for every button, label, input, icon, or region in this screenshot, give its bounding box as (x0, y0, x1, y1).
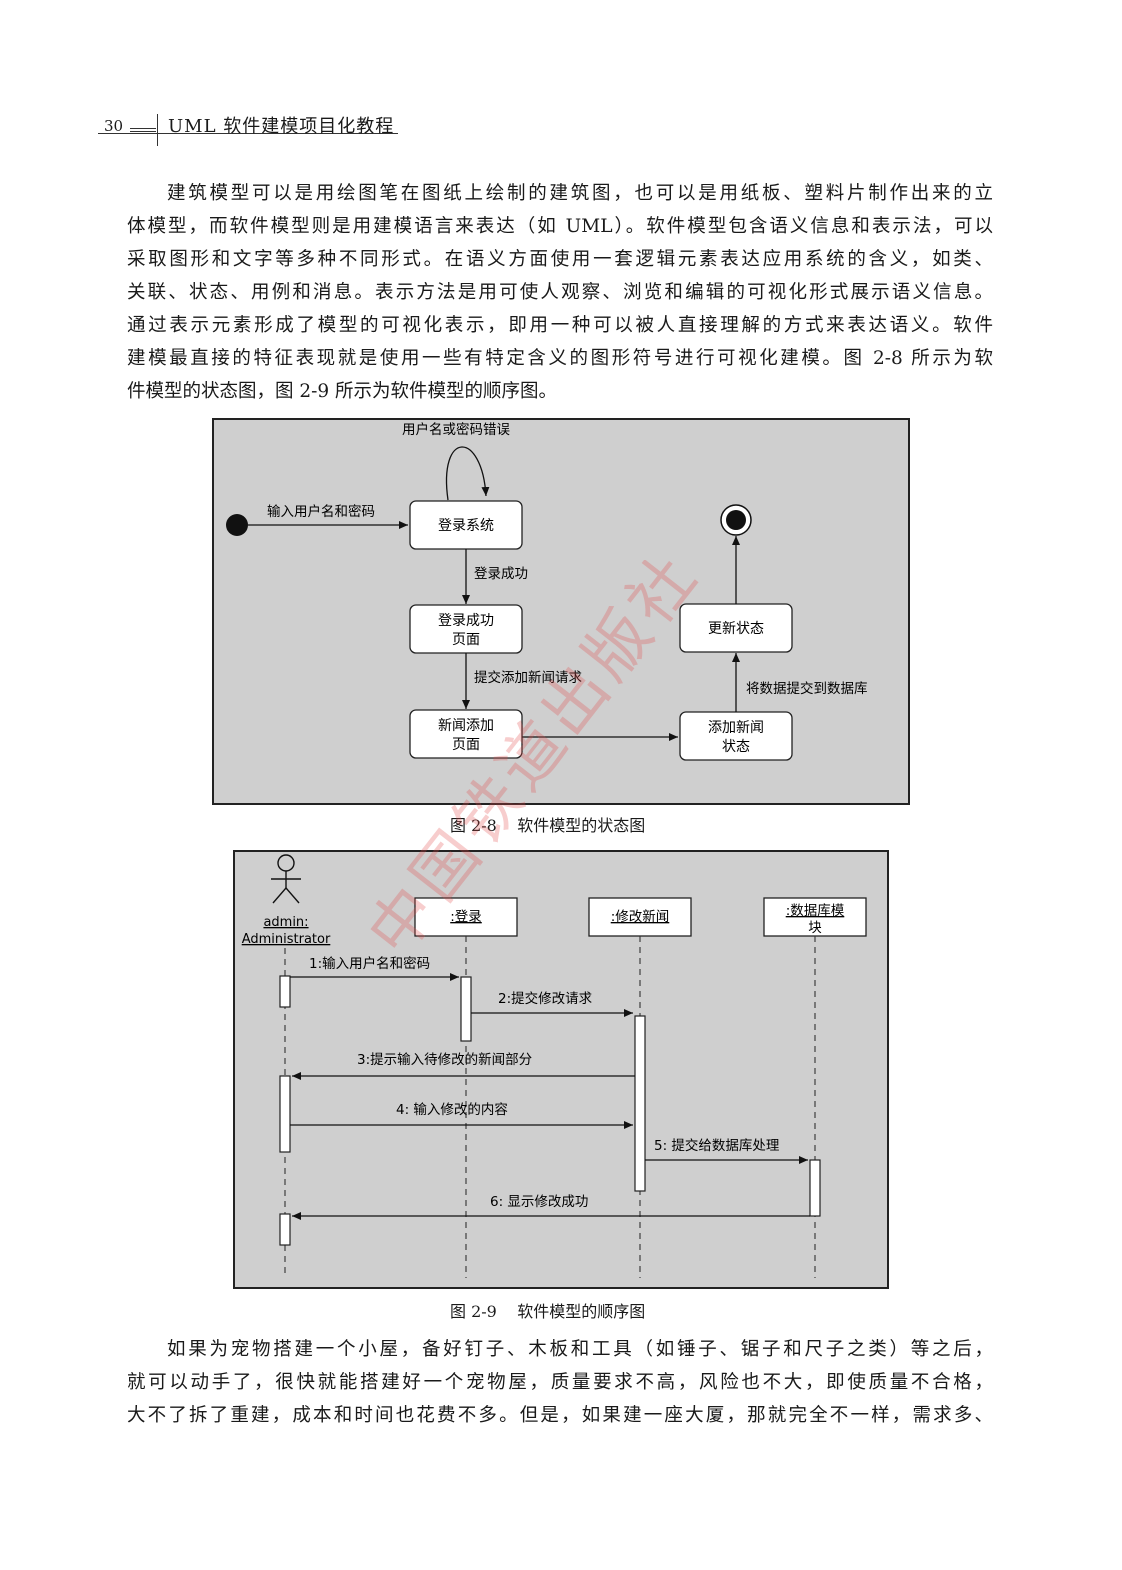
actor-label: admin: (263, 915, 308, 930)
sequence-diagram: admin: Administrator :登录 :修改新闻 :数据库模 块 1… (233, 850, 889, 1289)
header-tick (157, 114, 158, 146)
initial-state-icon (226, 514, 248, 536)
state-label: 登录成功 (438, 613, 494, 629)
figure-caption: 图 2-9 软件模型的顺序图 (450, 1302, 646, 1321)
diagram-frame (212, 418, 910, 805)
text-line: 大不了拆了重建，成本和时间也花费不多。但是，如果建一座大厦，那就完全不一样，需求… (127, 1405, 993, 1426)
transition-label: 登录成功 (474, 566, 528, 582)
state-label: 添加新闻 (708, 720, 764, 736)
state-label: 页面 (452, 737, 480, 753)
text-line: 体模型，而软件模型则是用建模语言来表达（如 UML）。软件模型包含语义信息和表示… (127, 216, 993, 237)
page-number: 30 (104, 117, 124, 135)
text-line: 如果为宠物搭建一个小屋，备好钉子、木板和工具（如锤子、锯子和尺子之类）等之后， (167, 1339, 993, 1360)
lifeline-label: :数据库模 (786, 903, 845, 919)
activation-bars (279, 975, 821, 1246)
lifeline-db-module (763, 897, 867, 937)
state-label: 页面 (452, 632, 480, 648)
transition-label: 将数据提交到数据库 (746, 680, 868, 697)
text-line: 建模最直接的特征表现就是使用一些有特定含义的图形符号进行可视化建模。图 2-8 … (127, 348, 993, 369)
message-label: 3:提示输入待修改的新闻部分 (357, 1052, 532, 1068)
state-label: 更新状态 (708, 621, 764, 637)
final-state-icon (726, 510, 746, 530)
running-title: UML 软件建模项目化教程 (168, 116, 395, 137)
self-loop-arrow (445, 446, 490, 501)
message-label: 1:输入用户名和密码 (309, 955, 430, 972)
state-news-add-page (409, 709, 523, 759)
transition-label: 输入用户名和密码 (267, 503, 375, 520)
actor-label: Administrator (242, 932, 331, 947)
text-line: 通过表示元素形成了模型的可视化表示，即用一种可以被人直接理解的方式来表达语义。软… (127, 315, 993, 336)
state-label: 登录系统 (438, 518, 494, 534)
transition-label: 用户名或密码错误 (402, 421, 510, 438)
text-line: 采取图形和文字等多种不同形式。在语义方面使用一套逻辑元素表达应用系统的含义，如类… (127, 249, 993, 270)
lifeline-label: :登录 (450, 909, 482, 925)
message-label: 6: 显示修改成功 (490, 1194, 588, 1210)
actor-icon (271, 854, 301, 904)
body-paragraph: 建筑模型可以是用绘图笔在图纸上绘制的建筑图，也可以是用纸板、塑料片制作出来的立 … (127, 177, 993, 408)
header-rule (98, 133, 398, 134)
message-label: 2:提交修改请求 (498, 990, 593, 1007)
message-label: 4: 输入修改的内容 (396, 1101, 508, 1118)
state-label: 状态 (722, 739, 750, 755)
state-label: 新闻添加 (438, 718, 494, 734)
message-label: 5: 提交给数据库处理 (654, 1137, 780, 1154)
text-line: 件模型的状态图，图 2-9 所示为软件模型的顺序图。 (127, 381, 558, 402)
header-rule (130, 128, 156, 129)
header-rule (130, 131, 156, 132)
lifeline-label: :修改新闻 (611, 909, 670, 925)
figure-caption: 图 2-8 软件模型的状态图 (450, 816, 646, 835)
text-line: 关联、状态、用例和消息。表示方法是用可使人观察、浏览和编辑的可视化形式展示语义信… (127, 282, 993, 303)
text-line: 建筑模型可以是用绘图笔在图纸上绘制的建筑图，也可以是用纸板、塑料片制作出来的立 (167, 183, 993, 204)
lifeline-label: 块 (808, 920, 822, 936)
text-line: 就可以动手了，很快就能搭建好一个宠物屋，质量要求不高，风险也不大，即使质量不合格… (127, 1372, 993, 1393)
state-diagram: 输入用户名和密码 用户名或密码错误 登录系统 登录成功 登录成功 页面 提交添加… (212, 418, 910, 805)
transition-label: 提交添加新闻请求 (474, 669, 582, 686)
body-paragraph: 如果为宠物搭建一个小屋，备好钉子、木板和工具（如锤子、锯子和尺子之类）等之后， … (127, 1333, 993, 1432)
